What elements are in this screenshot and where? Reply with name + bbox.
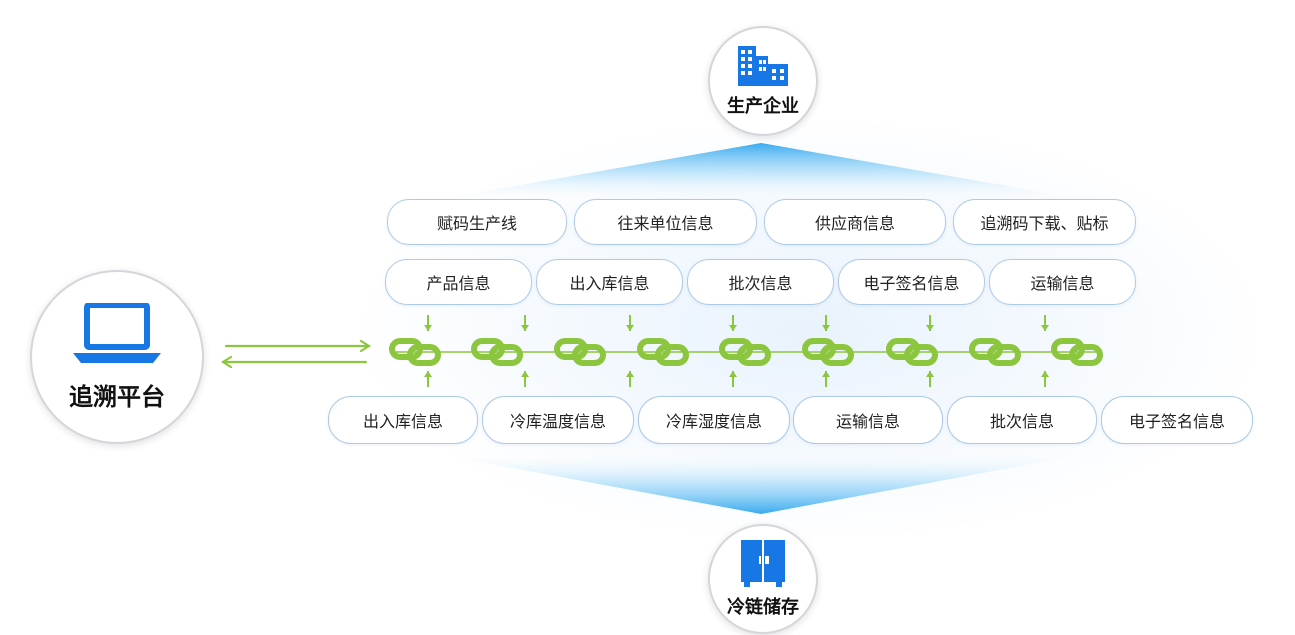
- up-arrow-icon: [729, 371, 737, 387]
- platform-arrows: [220, 339, 372, 369]
- producer-label: 生产企业: [727, 96, 799, 117]
- chain-link-icon: [554, 338, 606, 366]
- storage-data-pill: 电子签名信息: [1101, 396, 1253, 444]
- storage-data-pill: 运输信息: [793, 396, 943, 444]
- platform-label: 追溯平台: [69, 382, 165, 411]
- producer-info-pill: 供应商信息: [764, 199, 946, 245]
- storage-beam: [458, 458, 1064, 514]
- down-arrow-icon: [822, 315, 830, 331]
- producer-data-pill: 运输信息: [989, 259, 1136, 305]
- down-arrow-icon: [729, 315, 737, 331]
- chain-link-icon: [637, 338, 689, 366]
- producer-info-pill: 赋码生产线: [387, 199, 567, 245]
- refrigerator-icon: [741, 540, 785, 587]
- producer-beam: [458, 143, 1064, 196]
- producer-info-pill: 追溯码下载、贴标: [953, 199, 1136, 245]
- storage-label: 冷链储存: [727, 597, 799, 618]
- chain-link-icon: [802, 338, 854, 366]
- storage-data-pill: 冷库湿度信息: [638, 396, 790, 444]
- chain-link-icon: [1051, 338, 1103, 366]
- producer-data-pill: 产品信息: [385, 259, 532, 305]
- up-arrow-icon: [521, 371, 529, 387]
- platform-node: 追溯平台: [30, 270, 204, 444]
- factory-icon: [738, 46, 788, 86]
- storage-data-pill: 出入库信息: [328, 396, 478, 444]
- producer-info-pill: 往来单位信息: [574, 199, 757, 245]
- chain-link-icon: [886, 338, 938, 366]
- storage-data-pill: 批次信息: [947, 396, 1097, 444]
- down-arrow-icon: [626, 315, 634, 331]
- producer-data-pill: 电子签名信息: [838, 259, 985, 305]
- down-arrow-icon: [424, 315, 432, 331]
- up-arrow-icon: [424, 371, 432, 387]
- up-arrow-icon: [626, 371, 634, 387]
- chain-link-icon: [719, 338, 771, 366]
- storage-data-pill: 冷库温度信息: [482, 396, 634, 444]
- chain-link-icon: [389, 338, 441, 366]
- laptop-icon: [73, 302, 161, 363]
- chain-link-icon: [471, 338, 523, 366]
- storage-node: 冷链储存: [708, 524, 818, 634]
- down-arrow-icon: [1041, 315, 1049, 331]
- producer-data-pill: 出入库信息: [536, 259, 683, 305]
- chain-link-icon: [969, 338, 1021, 366]
- producer-node: 生产企业: [708, 26, 818, 136]
- up-arrow-icon: [926, 371, 934, 387]
- up-arrow-icon: [1041, 371, 1049, 387]
- down-arrow-icon: [926, 315, 934, 331]
- down-arrow-icon: [521, 315, 529, 331]
- up-arrow-icon: [822, 371, 830, 387]
- producer-data-pill: 批次信息: [687, 259, 834, 305]
